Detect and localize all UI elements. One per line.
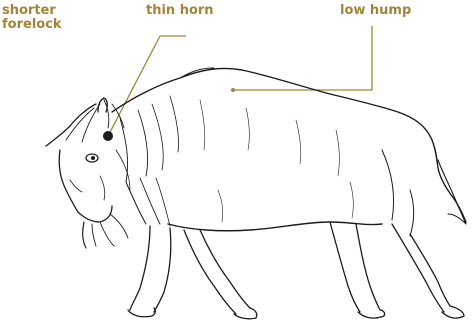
label-thin-horn: thin horn xyxy=(146,4,214,18)
hump-leader-line xyxy=(233,26,372,90)
horn-leader-line xyxy=(108,36,186,136)
bison-head xyxy=(46,98,170,248)
bison-legs xyxy=(128,222,464,319)
hump-marker-dot xyxy=(231,88,235,92)
label-low-hump: low hump xyxy=(340,4,411,18)
bison-body xyxy=(112,68,466,236)
leader-lines xyxy=(108,26,372,136)
horn-marker-dot xyxy=(103,131,113,141)
label-shorter-forelock: shorter forelock xyxy=(2,4,62,32)
